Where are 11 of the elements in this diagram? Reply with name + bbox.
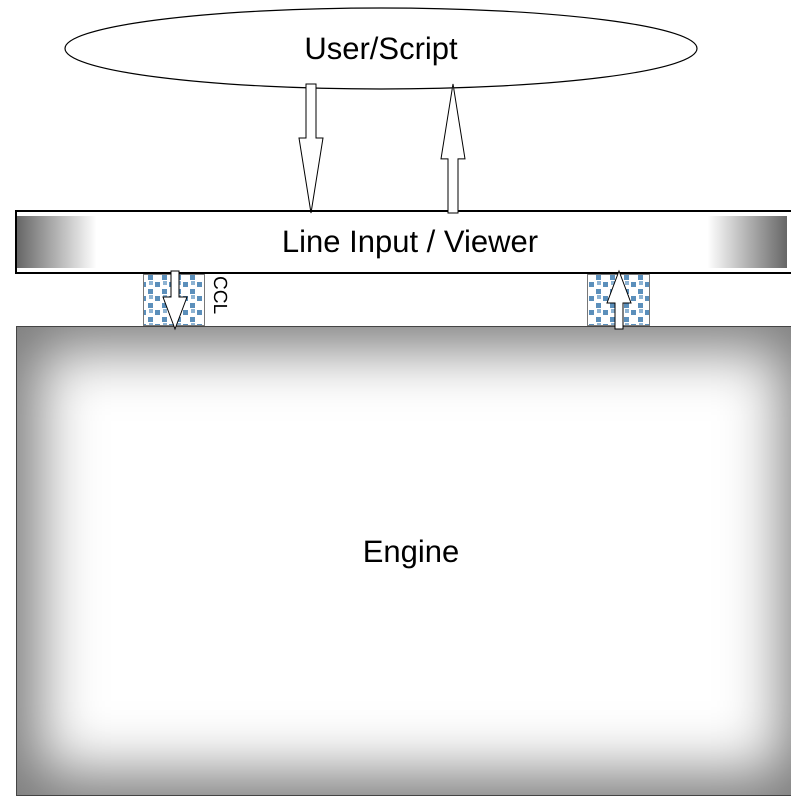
block-arrow — [606, 270, 632, 330]
node-label: User/Script — [304, 30, 458, 66]
viewer-bar — [15, 210, 791, 274]
ellipse-node — [64, 7, 698, 90]
engine-box — [16, 326, 791, 796]
node-label: Engine — [362, 534, 460, 570]
node-label: Line Input / Viewer — [282, 224, 538, 260]
block-arrow — [298, 84, 324, 214]
side-label: CCL — [208, 276, 230, 314]
block-arrow — [440, 83, 466, 214]
block-arrow — [162, 270, 188, 330]
